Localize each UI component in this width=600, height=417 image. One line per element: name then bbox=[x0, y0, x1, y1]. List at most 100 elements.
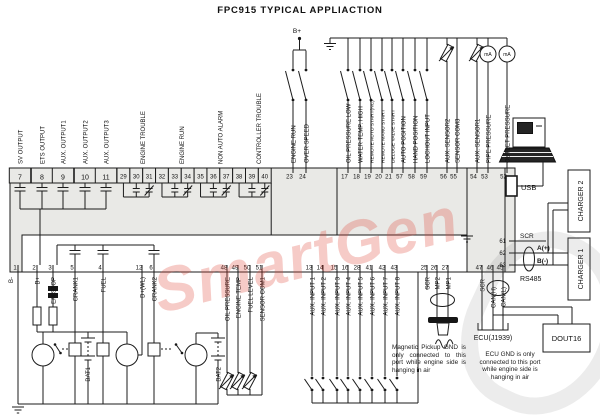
contact-dot bbox=[358, 68, 362, 72]
terminal-number: 37 bbox=[223, 175, 230, 181]
wire bbox=[298, 70, 307, 101]
bplus-top-label: B+ bbox=[293, 28, 301, 35]
ecu-label: ECU(J1939) bbox=[474, 335, 513, 342]
dout16-box bbox=[542, 323, 591, 353]
wire bbox=[364, 378, 373, 391]
terminal-label: ENGINE TEMP bbox=[237, 277, 243, 318]
page-title: FPC915 TYPICAL APPLIACTION bbox=[217, 5, 382, 16]
dout16-label: DOUT16 bbox=[552, 334, 582, 343]
terminal-label: MP1 bbox=[447, 276, 453, 289]
terminal-number: 20 bbox=[375, 175, 382, 181]
terminal-number: 3 bbox=[48, 266, 52, 272]
charger2-box bbox=[567, 169, 591, 233]
contact-dot bbox=[413, 68, 417, 72]
terminal-number: 39 bbox=[249, 175, 256, 181]
terminal-number: 24 bbox=[299, 175, 306, 181]
terminal-number: 35 bbox=[197, 175, 204, 181]
contact-dot bbox=[395, 376, 399, 380]
terminal-label: EM STOP bbox=[52, 277, 58, 304]
charger1-box bbox=[567, 237, 591, 301]
terminal-number: 48 bbox=[221, 266, 228, 272]
wire bbox=[144, 185, 154, 196]
terminal-label: CRANK1 bbox=[74, 276, 80, 301]
terminal-number: 30 bbox=[133, 175, 140, 181]
contact-dot bbox=[291, 68, 295, 72]
wire bbox=[352, 378, 361, 391]
terminal-label: SENSOR COM1 bbox=[261, 276, 267, 321]
terminal-number: 1 bbox=[13, 266, 17, 272]
terminal-number: 7 bbox=[18, 175, 22, 182]
terminal-label: CRANK2 bbox=[153, 276, 159, 301]
ma-label: mA bbox=[484, 52, 492, 58]
terminal-label: OIL PRESSURE bbox=[226, 277, 232, 321]
contact-dot bbox=[358, 376, 362, 380]
terminal-label: ETS OUTPUT bbox=[41, 126, 47, 164]
wire bbox=[259, 185, 270, 196]
note-ecu-gnd: ECU GND is only connected to this port w… bbox=[479, 351, 541, 381]
wire bbox=[377, 378, 386, 391]
controller-inner-panel bbox=[21, 234, 468, 273]
wire bbox=[182, 185, 193, 196]
terminal-number: 4 bbox=[98, 266, 102, 272]
terminal-label: ENGINE RUN bbox=[292, 125, 298, 163]
terminal-label: REMOTE AUTO START(NC) bbox=[370, 100, 376, 163]
terminal-number: 49 bbox=[232, 266, 239, 272]
rs485-a-label: A(+) bbox=[537, 245, 550, 252]
terminal-number: 2 bbox=[32, 266, 36, 272]
terminal-number: 62 bbox=[499, 251, 506, 257]
contact-dot bbox=[369, 68, 373, 72]
terminal-number: 9 bbox=[61, 175, 65, 182]
contact-dot bbox=[310, 376, 314, 380]
terminal-label: AUX. OUTPUT2 bbox=[84, 120, 90, 164]
terminal-label: AUX. INPUT 4 bbox=[347, 276, 353, 315]
power-wiring bbox=[12, 272, 225, 414]
contact-dot bbox=[425, 68, 429, 72]
contact-dot bbox=[346, 376, 350, 380]
rs485-b-label: B(-) bbox=[537, 258, 548, 265]
terminal-label: ENGINE RUN bbox=[180, 126, 186, 164]
terminal-label: DELUGE VALVE START bbox=[391, 110, 397, 163]
terminal-number: 8 bbox=[40, 175, 44, 182]
input-ground-icon bbox=[324, 38, 336, 50]
terminal-number: 28 bbox=[354, 266, 361, 272]
terminal-number: 33 bbox=[171, 175, 178, 181]
aux-input-bus bbox=[312, 272, 419, 404]
wire bbox=[329, 378, 338, 391]
usb-label: USB bbox=[521, 183, 536, 192]
terminal-number: 52 bbox=[500, 175, 507, 181]
terminal-label: CONTROLLER TROUBLE bbox=[257, 93, 263, 164]
terminal-number: 63 bbox=[499, 263, 506, 269]
contact-dot bbox=[380, 68, 384, 72]
terminal-label: AUX. INPUT 1 bbox=[311, 276, 317, 315]
terminal-number: 34 bbox=[184, 175, 191, 181]
terminal-label: AUX. INPUT 8 bbox=[396, 276, 402, 315]
terminal-number: 50 bbox=[244, 266, 251, 272]
terminal-number: 13 bbox=[306, 266, 313, 272]
terminal-number: 31 bbox=[146, 175, 153, 181]
charger2-label: CHARGER 2 bbox=[578, 180, 585, 221]
terminal-label: AUX. SENSOR2 bbox=[446, 118, 452, 163]
terminal-number: 40 bbox=[261, 175, 268, 181]
terminal-label: AUX. INPUT 7 bbox=[384, 276, 390, 315]
note-magnetic-pickup: Magnetic Pickup GND is only connected to… bbox=[392, 344, 466, 374]
terminal-label: ENGINE TROUBLE bbox=[141, 111, 147, 164]
terminal-number: 53 bbox=[481, 175, 488, 181]
charger1-label: CHARGER 1 bbox=[578, 248, 585, 289]
terminal-number: 55 bbox=[450, 175, 457, 181]
terminal-number: 45 bbox=[497, 266, 504, 272]
terminal-number: 36 bbox=[210, 175, 217, 181]
terminal-number: 19 bbox=[364, 175, 371, 181]
terminal-number: 43 bbox=[391, 266, 398, 272]
wire bbox=[374, 70, 383, 101]
wire bbox=[340, 70, 349, 101]
terminal-number: 46 bbox=[487, 266, 494, 272]
wire bbox=[285, 70, 294, 101]
terminal-label: AUX. INPUT 3 bbox=[336, 276, 342, 315]
terminal-number: 6 bbox=[149, 266, 153, 272]
terminal-number: 38 bbox=[236, 175, 243, 181]
terminal-label: AUTO POSITION bbox=[402, 116, 408, 163]
contact-dot bbox=[370, 376, 374, 380]
terminal-label: WATER TEMP. HIGH bbox=[359, 106, 365, 163]
